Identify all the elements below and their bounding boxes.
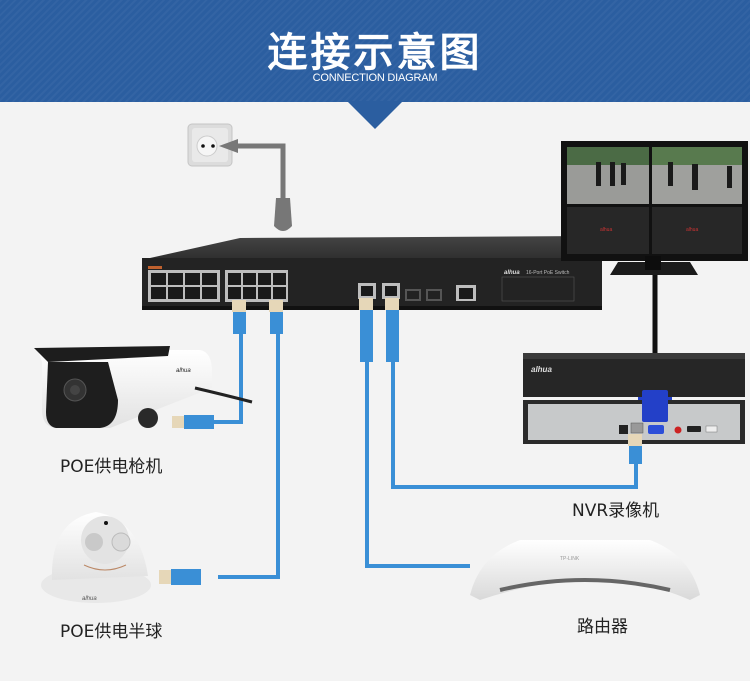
rj45-connectors bbox=[159, 298, 642, 585]
rj45-plug-icon bbox=[172, 415, 214, 429]
status-led-panel: 16-Port PoE Switch alhua bbox=[501, 270, 575, 302]
rj45-plug-icon bbox=[385, 298, 399, 362]
monitor-tile-logo: alhua bbox=[600, 227, 612, 233]
cable-switch-to-nvr bbox=[391, 360, 638, 489]
power-cord bbox=[219, 139, 292, 231]
bullet-camera: alhua bbox=[34, 346, 253, 428]
poe-ports-bank-2 bbox=[225, 270, 288, 302]
rj45-plug-icon bbox=[232, 300, 246, 334]
camera-brand-logo: alhua bbox=[82, 596, 97, 602]
sfp-ports bbox=[405, 289, 442, 301]
dome-camera: alhua bbox=[41, 512, 151, 603]
poe-ports-bank-1 bbox=[148, 266, 220, 302]
label-dome-camera: POE供电半球 bbox=[60, 622, 163, 642]
nvr-brand-logo: alhua bbox=[531, 365, 552, 374]
page-subtitle: CONNECTION DIAGRAM bbox=[312, 72, 438, 84]
ethernet-cables bbox=[210, 330, 638, 579]
label-nvr: NVR录像机 bbox=[572, 501, 660, 521]
label-bullet-camera: POE供电枪机 bbox=[60, 457, 163, 477]
header-pointer bbox=[347, 101, 403, 129]
uplink-ports bbox=[358, 283, 400, 299]
cable-switch-to-dome-camera bbox=[218, 330, 280, 579]
page-title: 连接示意图 bbox=[267, 30, 483, 76]
header-banner: 连接示意图 CONNECTION DIAGRAM bbox=[0, 0, 750, 102]
power-outlet-icon bbox=[187, 123, 233, 167]
cable-switch-to-bullet-camera bbox=[210, 330, 243, 424]
router-brand-logo: TP-LINK bbox=[560, 556, 580, 562]
label-router: 路由器 bbox=[577, 617, 628, 637]
rj45-plug-icon bbox=[359, 298, 373, 362]
monitor-tile-logo: alhua bbox=[686, 227, 698, 233]
switch-brand-logo: alhua bbox=[504, 270, 520, 276]
camera-brand-logo: alhua bbox=[176, 368, 191, 374]
poe-switch: 16-Port PoE Switch alhua bbox=[142, 236, 602, 310]
cable-switch-to-router bbox=[365, 360, 470, 568]
rj45-plug-icon bbox=[628, 434, 642, 464]
rj45-plug-icon bbox=[159, 569, 201, 585]
switch-model-text: 16-Port PoE Switch bbox=[526, 270, 570, 276]
nvr-recorder: alhua bbox=[523, 353, 745, 444]
rj45-plug-icon bbox=[269, 300, 283, 334]
console-port bbox=[456, 285, 476, 301]
router: TP-LINK bbox=[470, 540, 700, 600]
monitor: alhua alhua bbox=[561, 141, 748, 275]
